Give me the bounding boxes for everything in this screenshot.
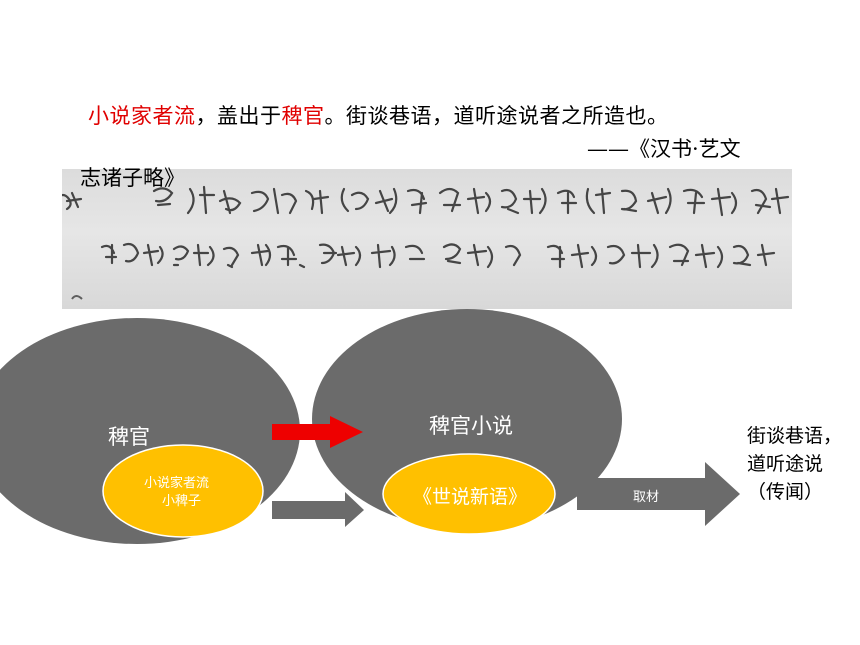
gray-arrow-small bbox=[272, 492, 364, 527]
result-line1: 街谈巷语， bbox=[747, 425, 843, 447]
result-text: 街谈巷语， 道听途说 （传闻） bbox=[747, 422, 842, 506]
arrow-label-qucai: 取材 bbox=[633, 490, 660, 505]
result-line3: （传闻） bbox=[747, 481, 824, 503]
quote-highlight-novelists: 小说家者流 bbox=[88, 104, 196, 128]
quote-text-1: ，盖出于 bbox=[195, 104, 282, 128]
gray-arrow-qucai bbox=[577, 462, 740, 526]
red-arrow bbox=[272, 416, 363, 448]
handwriting-strokes bbox=[62, 185, 790, 300]
left-oval-line1: 小说家者流 bbox=[144, 476, 210, 491]
result-line2: 道听途说 bbox=[747, 453, 824, 475]
quote-highlight-baiguan: 稗官 bbox=[281, 104, 325, 128]
left-yellow-oval bbox=[102, 444, 264, 538]
left-oval-line2: 小稗子 bbox=[162, 494, 202, 509]
left-circle-label: 稗官 bbox=[108, 425, 150, 449]
right-yellow-oval bbox=[382, 453, 556, 535]
quote-line: 小说家者流，盖出于稗官。街谈巷语，道听途说者之所造也。 bbox=[88, 100, 669, 130]
quote-text-2: 。街谈巷语，道听途说者之所造也。 bbox=[324, 104, 669, 128]
quote-attribution-line2: 志诸子略》 bbox=[80, 166, 185, 190]
quote-attribution-line1: ——《汉书·艺文 bbox=[587, 137, 741, 161]
right-oval-label: 《世说新语》 bbox=[413, 486, 528, 508]
right-circle-label: 稗官小说 bbox=[429, 414, 513, 438]
handwriting-photo bbox=[62, 169, 792, 309]
